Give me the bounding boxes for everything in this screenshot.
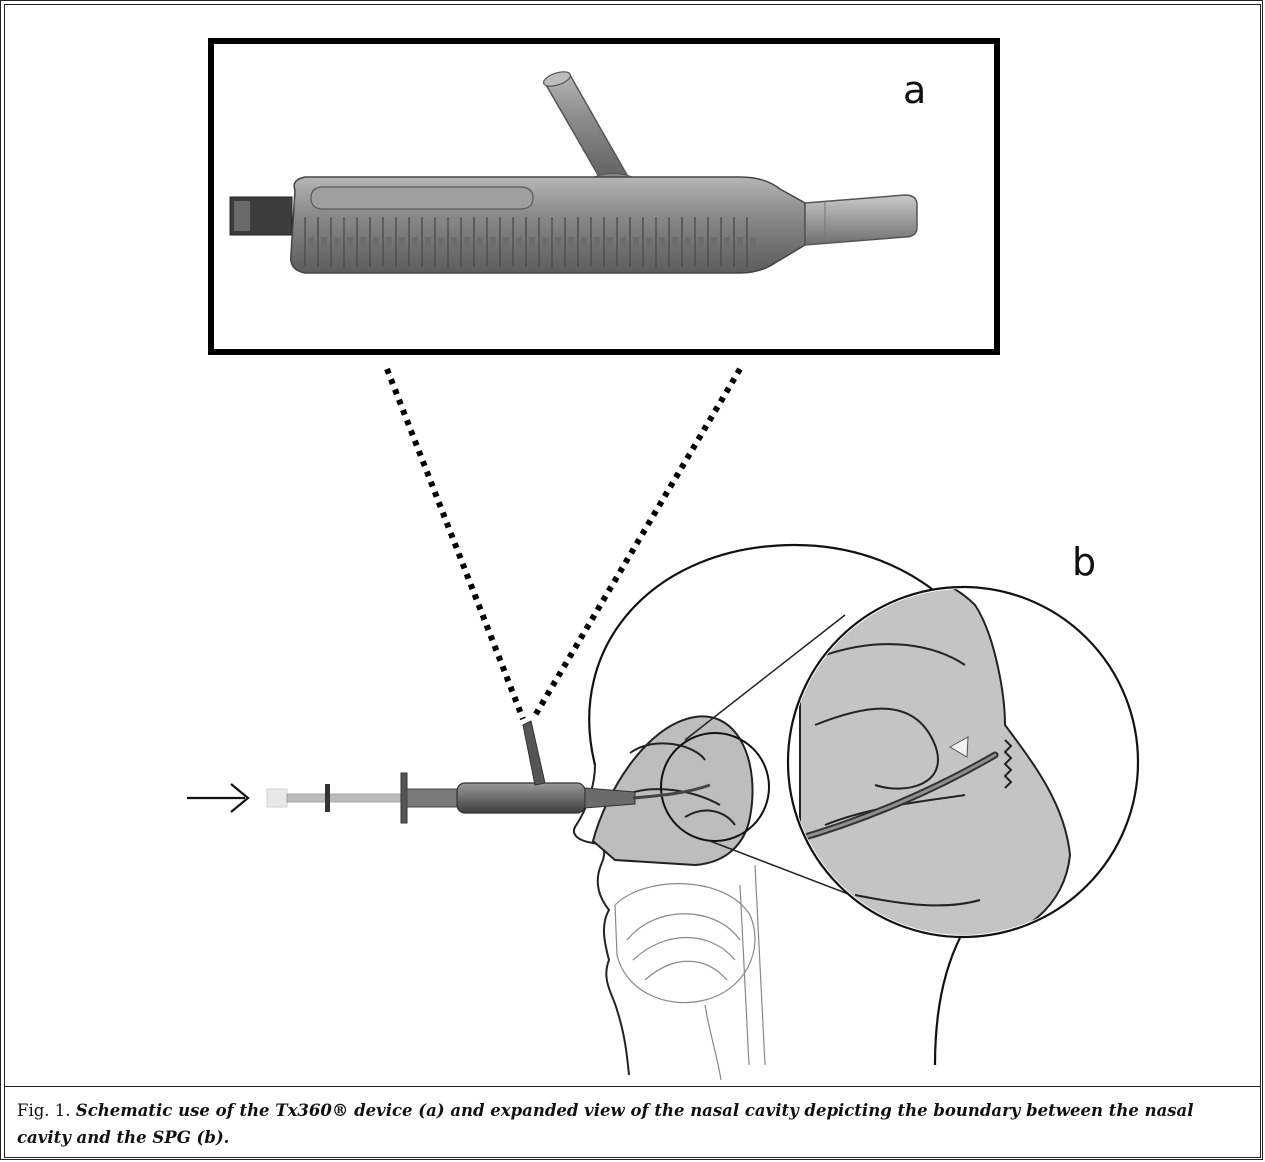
grip-notch	[620, 237, 626, 247]
grip-notch	[737, 237, 743, 247]
grip-notch	[529, 237, 535, 247]
grip-notch	[373, 237, 379, 247]
grip-notch	[555, 237, 561, 247]
grip-notch	[646, 237, 652, 247]
grip-notch	[477, 237, 483, 247]
grip-notch	[386, 237, 392, 247]
grip-notch	[542, 237, 548, 247]
figure-caption: Fig. 1. Schematic use of the Tx360® devi…	[5, 1086, 1260, 1157]
grip-notch	[308, 237, 314, 247]
grip-notch	[464, 237, 470, 247]
grip-notch	[672, 237, 678, 247]
figure-number: Fig. 1.	[17, 1101, 71, 1120]
panel-b-label: b	[1072, 540, 1096, 584]
grip-notch	[659, 237, 665, 247]
grip-notch	[321, 237, 327, 247]
panel-a-label: a	[903, 68, 926, 112]
grip-notch	[685, 237, 691, 247]
grip-notch	[412, 237, 418, 247]
grip-notch	[490, 237, 496, 247]
panel-b: b	[187, 540, 1138, 1080]
grip-notch	[425, 237, 431, 247]
oral-cavity-sketch	[615, 865, 765, 1080]
panel-a: a	[211, 41, 997, 352]
grip-notch	[698, 237, 704, 247]
figure-caption-text: Schematic use of the Tx360® device (a) a…	[17, 1101, 1194, 1147]
grip-notch	[399, 237, 405, 247]
figure-area: a	[5, 5, 1260, 1085]
grip-notch	[633, 237, 639, 247]
figure-illustration: a	[5, 5, 1260, 1085]
grip-notch	[438, 237, 444, 247]
grip-notch	[711, 237, 717, 247]
grip-notch	[516, 237, 522, 247]
grip-notch	[347, 237, 353, 247]
grip-notch	[607, 237, 613, 247]
grip-notch	[581, 237, 587, 247]
grip-notch	[750, 237, 756, 247]
grip-notch	[724, 237, 730, 247]
magnified-view	[788, 575, 1138, 945]
grip-notch	[503, 237, 509, 247]
grip-notch	[334, 237, 340, 247]
grip-notch	[568, 237, 574, 247]
zoom-connector-lines	[387, 369, 740, 719]
grip-notch	[594, 237, 600, 247]
grip-notch	[360, 237, 366, 247]
grip-notch	[451, 237, 457, 247]
